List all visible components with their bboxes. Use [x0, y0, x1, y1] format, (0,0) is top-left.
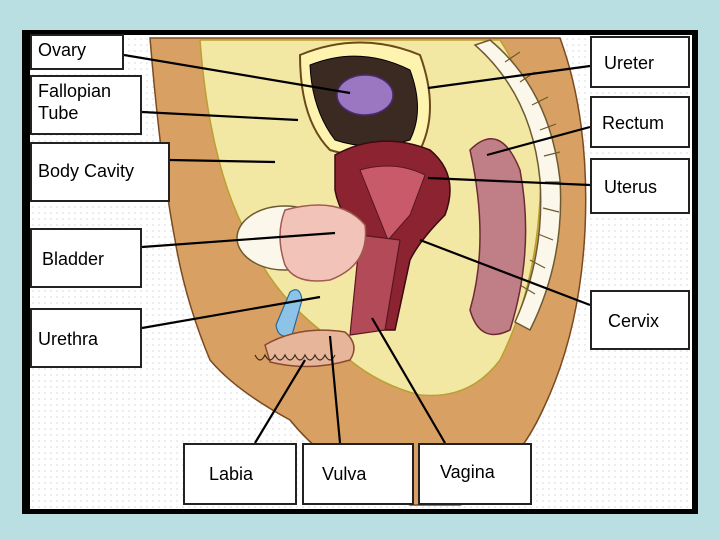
pubic-hair	[254, 353, 336, 361]
label-vagina: Vagina	[418, 443, 532, 505]
bladder-shape	[279, 204, 367, 282]
label-labia: Labia	[183, 443, 297, 505]
vertebrae	[504, 51, 561, 295]
vaginal-canal	[349, 234, 401, 336]
label-ovary: Ovary	[30, 34, 124, 70]
spine	[473, 39, 562, 332]
label-fallopian-tube: Fallopian Tube	[30, 75, 142, 135]
label-ureter: Ureter	[590, 36, 690, 88]
label-body-cavity: Body Cavity	[30, 142, 170, 202]
label-cervix: Cervix	[590, 290, 690, 350]
label-bladder: Bladder	[30, 228, 142, 288]
label-vulva: Vulva	[302, 443, 414, 505]
rectum-shape	[469, 138, 527, 336]
label-uterus: Uterus	[590, 158, 690, 214]
label-rectum: Rectum	[590, 96, 690, 148]
label-urethra: Urethra	[30, 308, 142, 368]
ovary-shape	[336, 74, 394, 116]
uterine-cavity	[359, 165, 426, 241]
leader-lines	[123, 53, 591, 444]
